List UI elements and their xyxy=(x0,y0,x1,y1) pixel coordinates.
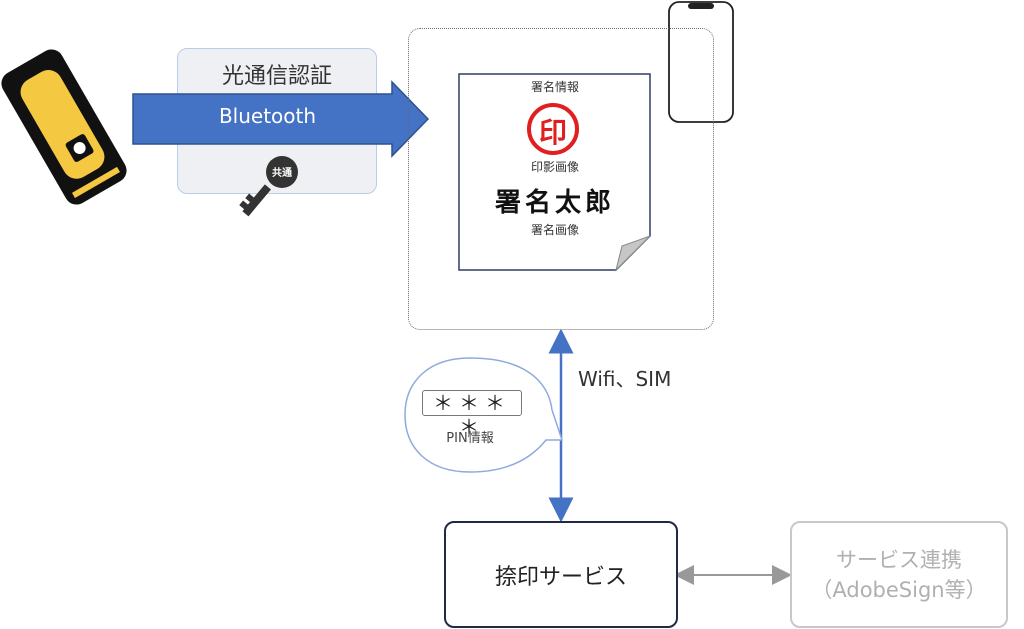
key-label: 共通 xyxy=(272,168,292,179)
connection-label: Wifi、SIM xyxy=(578,367,672,391)
pin-info-label: PIN情報 xyxy=(446,431,494,446)
integration-line2: （AdobeSign等） xyxy=(811,577,987,602)
stamp-service-box: 捺印サービス xyxy=(444,521,678,628)
signature-info-label: 署名情報 xyxy=(530,80,579,94)
service-integration-box: サービス連携 （AdobeSign等） xyxy=(790,521,1008,628)
bluetooth-label: Bluetooth xyxy=(218,104,317,128)
device-frame xyxy=(408,28,714,330)
signer-name: 署名太郎 xyxy=(494,188,615,218)
smartphone-icon xyxy=(668,1,734,123)
optical-auth-title: 光通信認証 xyxy=(221,64,332,89)
seal-image-label: 印影画像 xyxy=(530,160,579,174)
pin-masked-field: ＊＊＊＊ xyxy=(422,390,522,439)
signature-image-label: 署名画像 xyxy=(530,223,579,237)
key-icon xyxy=(239,156,298,217)
seal-stamp-icon xyxy=(527,103,579,155)
bluetooth-arrow xyxy=(132,80,430,158)
seal-glyph: 印 xyxy=(538,116,567,149)
integration-line1: サービス連携 xyxy=(836,547,962,572)
signature-document xyxy=(458,73,651,272)
hardware-token-icon xyxy=(1,49,127,205)
stamp-service-label: 捺印サービス xyxy=(494,564,627,590)
